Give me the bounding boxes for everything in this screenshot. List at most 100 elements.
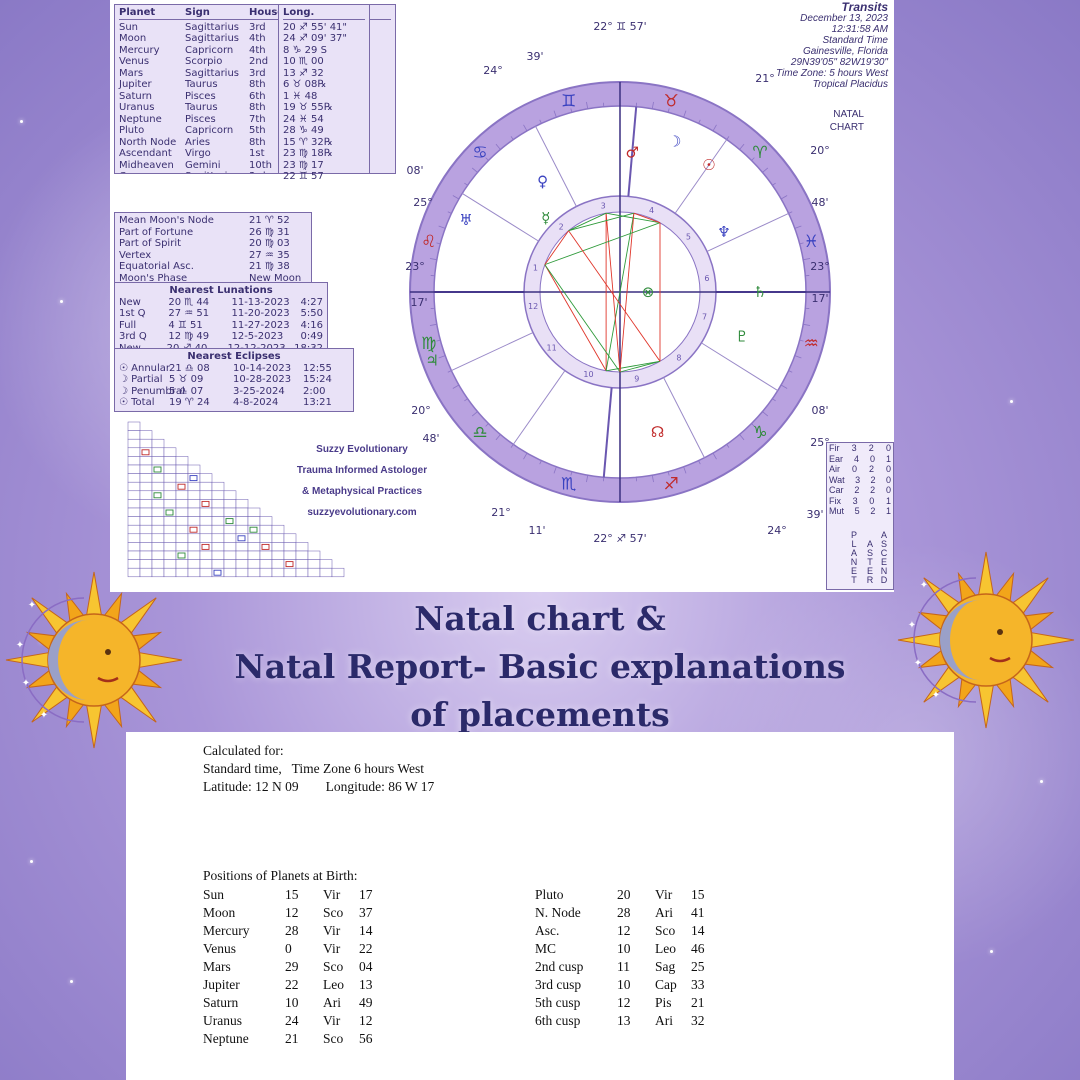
aspect-mark <box>261 543 270 550</box>
aspect-grid-cell <box>187 559 201 569</box>
position-sign: Ari <box>655 905 673 920</box>
degree-tick <box>803 258 811 261</box>
aspect-grid-cell <box>187 550 201 560</box>
degree-tick <box>429 323 437 326</box>
eclipse-row-position: 19 ♈ 24 <box>169 397 210 408</box>
house-cusp-line <box>451 332 534 372</box>
planet-house: 8th <box>249 136 266 148</box>
degree-tick <box>780 384 788 389</box>
aspect-grid-cell <box>211 550 225 560</box>
position-minute: 22 <box>359 941 373 956</box>
degree-tick <box>667 108 670 113</box>
degree-tick <box>803 323 811 326</box>
aspect-grid-cell <box>235 499 249 509</box>
planet-sign: Sagittarius <box>185 33 240 44</box>
degree-tick <box>712 452 717 460</box>
planet-name: Pluto <box>119 125 145 136</box>
house-cusp-line <box>706 212 789 252</box>
planet-name: North Node <box>119 136 177 148</box>
aspect-grid-cell <box>175 456 189 466</box>
eclipse-row-time: 2:00 <box>303 385 326 397</box>
vertical-letter: D <box>880 575 888 585</box>
planet-glyph: ♆ <box>717 223 730 241</box>
aspect-grid-cell <box>307 559 321 569</box>
sun-mouth <box>989 656 1011 663</box>
house-number: 7 <box>702 312 707 321</box>
eclipse-row-date: 10-14-2023 <box>233 362 292 374</box>
vertical-letter: T <box>851 575 857 585</box>
aspect-grid-cell <box>199 516 213 526</box>
house-number: 11 <box>547 343 557 352</box>
vertical-letter: P <box>850 530 857 540</box>
house-number: 8 <box>676 353 681 362</box>
aspect-mark <box>201 500 210 507</box>
element-count: 3 <box>852 495 858 506</box>
star <box>70 980 73 983</box>
position-degree: 20 <box>617 887 631 902</box>
position-body: Sun <box>203 887 225 902</box>
planet-name: Mars <box>119 67 144 79</box>
position-body: 2nd cusp <box>535 959 584 974</box>
sun-ray <box>5 652 50 668</box>
sparkle-star: ✦ <box>908 620 916 631</box>
vertical-letter: C <box>880 548 888 558</box>
transit-line: Gainesville, Florida <box>802 46 888 57</box>
position-degree: 15 <box>285 887 299 902</box>
position-minute: 33 <box>691 977 705 992</box>
element-count: 0 <box>869 453 875 464</box>
zodiac-sign-glyph: ♍ <box>421 334 436 354</box>
aspect-mark <box>285 561 294 568</box>
brand-practices: & Metaphysical Practices <box>301 486 423 497</box>
cusp-degree-label: 17' <box>410 296 427 309</box>
sparkle-star: ✦ <box>914 658 922 669</box>
degree-tick <box>523 124 528 132</box>
aspect-grid-cell <box>175 507 189 517</box>
zodiac-sign-glyph: ♒ <box>804 334 819 354</box>
aspect-grid-cell <box>295 567 309 578</box>
star <box>1040 780 1043 783</box>
degree-tick <box>436 242 441 245</box>
aspect-grid-cell <box>175 516 189 526</box>
lunation-row-type: 1st Q <box>119 308 146 319</box>
eclipse-row-position: 21 ♎ 08 <box>169 362 210 374</box>
aspect-grid-cell <box>139 550 153 560</box>
cusp-degree-label: 48' <box>422 432 439 445</box>
aspect-line <box>619 213 635 373</box>
planet-sign: Pisces <box>185 113 216 125</box>
house-number: 10 <box>583 370 593 379</box>
sign-header: Sign <box>185 7 210 18</box>
position-minute: 49 <box>359 995 373 1010</box>
brand-block: Suzzy Evolutionary Trauma Informed Astol… <box>262 444 462 528</box>
aspect-line <box>544 264 621 373</box>
point-value: 26 ♍ 31 <box>249 226 290 238</box>
aspect-line <box>605 213 635 371</box>
brand-website: suzzyevolutionary.com <box>307 507 417 518</box>
degree-tick <box>495 143 501 150</box>
longitude-header: Long. <box>283 7 365 20</box>
positions-title: Positions of Planets at Birth: <box>203 868 358 883</box>
aspect-line <box>605 213 621 373</box>
transit-line: 29N39'05" 82W19'30" <box>790 57 888 68</box>
degree-tick <box>523 452 528 460</box>
aspect-grid-cell <box>199 559 213 569</box>
point-value: 20 ♍ 03 <box>249 238 290 249</box>
cusp-degree-label: 24° <box>767 524 787 537</box>
aspect-grid-cell <box>151 516 165 526</box>
